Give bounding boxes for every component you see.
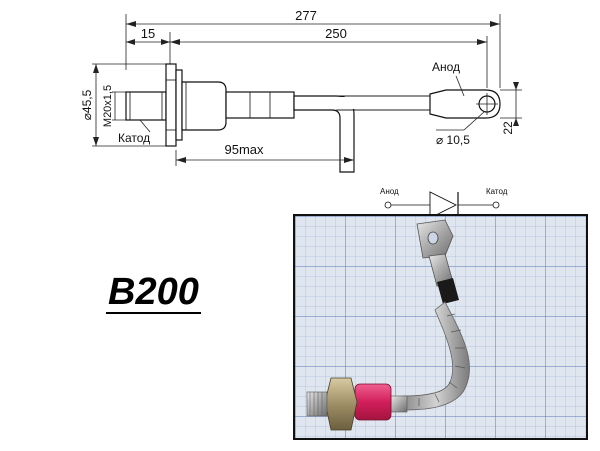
device-photo — [293, 214, 588, 440]
diode-illustration — [306, 219, 470, 431]
threaded-stud — [125, 91, 167, 121]
arrow-icon — [126, 39, 135, 45]
flange-collar — [175, 69, 183, 141]
leader-hole — [463, 111, 485, 131]
diode-symbol-icon — [429, 191, 458, 219]
dimension-lead-length: 250 — [325, 26, 347, 41]
symbol-anode-label: Анод — [380, 187, 399, 196]
arrow-icon — [93, 137, 99, 146]
dimension-lug-width: 22 — [501, 121, 515, 135]
arrow-icon — [513, 118, 519, 126]
arrow-icon — [490, 21, 500, 27]
dimension-hole-diameter: ⌀ 10,5 — [436, 133, 470, 147]
anode-terminal-icon — [384, 201, 392, 209]
arrow-icon — [126, 21, 136, 27]
label-cathode: Катод — [118, 131, 150, 145]
symbol-cathode-label: Катод — [486, 187, 508, 196]
photo-braided-lead — [402, 301, 470, 411]
leader-cathode — [139, 119, 151, 133]
arrow-icon — [477, 39, 487, 45]
hex-flange — [165, 63, 177, 147]
arrow-icon — [93, 64, 99, 73]
leader-anode — [455, 75, 465, 97]
photo-heatshrink — [437, 278, 459, 304]
ceramic-body — [181, 81, 227, 131]
photo-pink-collar — [354, 383, 392, 421]
arrow-icon — [170, 39, 180, 45]
dimension-thread: M20x1,5 — [102, 85, 114, 127]
photo-lead-crimp — [390, 395, 408, 413]
dimension-max-length: 95max — [224, 142, 264, 157]
arrow-icon — [176, 157, 186, 163]
photo-thread-lines — [309, 392, 323, 416]
model-name: B200 — [106, 271, 201, 314]
photo-braid-texture — [418, 313, 466, 406]
cathode-terminal-icon — [492, 201, 500, 209]
photo-hex-nut — [324, 377, 358, 431]
photo-lug-hole — [427, 231, 439, 245]
label-anode: Анод — [432, 60, 460, 74]
arrow-icon — [161, 39, 170, 45]
arrow-icon — [344, 157, 354, 163]
dimension-diameter: ⌀45,5 — [80, 89, 94, 120]
lead-fill — [337, 97, 429, 109]
dimension-stud-length: 15 — [141, 26, 155, 41]
dimension-total-length: 277 — [295, 8, 317, 23]
crimp-sleeve — [225, 91, 295, 119]
arrow-icon — [513, 82, 519, 90]
